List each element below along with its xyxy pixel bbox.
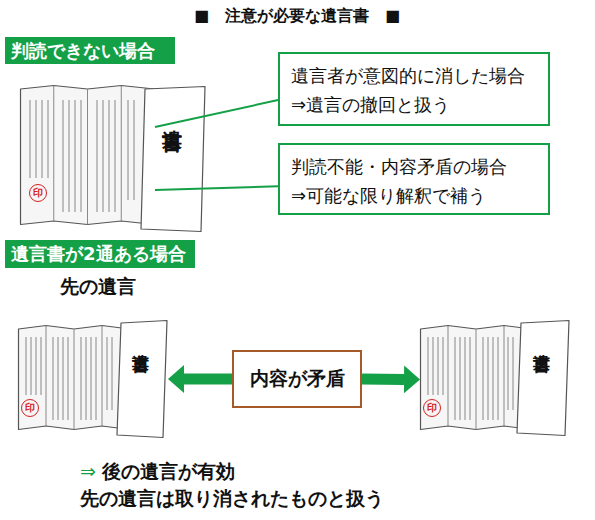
callout-text: ⇒遺言の撤回と扱う <box>291 90 548 119</box>
note-text: 後の遺言が有効 <box>102 459 235 483</box>
envelope-title: 遺言書 <box>532 340 555 343</box>
envelope-outline <box>116 320 168 438</box>
diagram-title: ■ 注意が必要な遺言書 ■ <box>194 5 400 27</box>
section-band: 判読できない場合 <box>5 37 175 64</box>
seal-mark: 印 <box>21 399 39 417</box>
folded-paper-outline <box>18 325 130 430</box>
callout-text: 判読不能・内容矛盾の場合 <box>291 152 548 181</box>
folded-paper-outline <box>420 325 532 430</box>
will-envelope: 遺言書 <box>140 86 206 232</box>
paper-sheet <box>19 326 130 430</box>
section-heading: 判読できない場合 <box>11 40 155 62</box>
folded-paper-outline <box>20 85 155 225</box>
callout-text: ⇒可能な限り解釈で補う <box>291 181 548 210</box>
envelope-outline <box>140 86 206 232</box>
note-text: 先の遺言 <box>60 274 136 298</box>
will-envelope: 遺言書 <box>116 320 168 438</box>
envelope-outline <box>516 320 570 436</box>
will-document: 印 <box>20 85 155 225</box>
section-band: 遺言書が2通ある場合 <box>5 240 195 268</box>
paper-sheet <box>421 326 532 430</box>
note-text: 先の遺言は取り消されたものと扱う <box>80 486 384 510</box>
section-heading: 遺言書が2通ある場合 <box>11 243 186 265</box>
block-arrow <box>184 374 232 385</box>
block-arrow <box>362 374 404 385</box>
seal-mark: 印 <box>29 184 47 202</box>
callout-box: 遺言者が意図的に消した場合⇒遺言の撤回と扱う <box>278 52 550 126</box>
paper-folds <box>448 326 504 430</box>
envelope-body <box>517 321 569 436</box>
callout-text: 遺言者が意図的に消した場合 <box>291 61 548 90</box>
leader-line <box>155 100 278 127</box>
arrow-symbol: ⇒ <box>80 459 96 483</box>
envelope-title: 遺言書 <box>131 340 154 343</box>
will-document: 印 <box>18 325 130 430</box>
will-document: 印 <box>420 325 532 430</box>
envelope-title: 遺言書 <box>160 114 187 117</box>
paper-folds <box>46 326 102 430</box>
conflict-text: 内容が矛盾 <box>250 366 345 392</box>
leader-line <box>155 186 278 190</box>
writing-lines <box>428 337 513 420</box>
callout-box: 判読不能・内容矛盾の場合⇒可能な限り解釈で補う <box>278 143 550 215</box>
writing-lines <box>26 337 112 420</box>
conflict-box: 内容が矛盾 <box>232 350 362 408</box>
paper-folds <box>54 86 122 225</box>
writing-lines <box>30 100 134 212</box>
envelope-body <box>117 321 167 438</box>
will-envelope: 遺言書 <box>516 320 570 436</box>
envelope-body <box>141 87 205 232</box>
seal-mark: 印 <box>423 399 441 417</box>
paper-sheet <box>21 86 155 225</box>
